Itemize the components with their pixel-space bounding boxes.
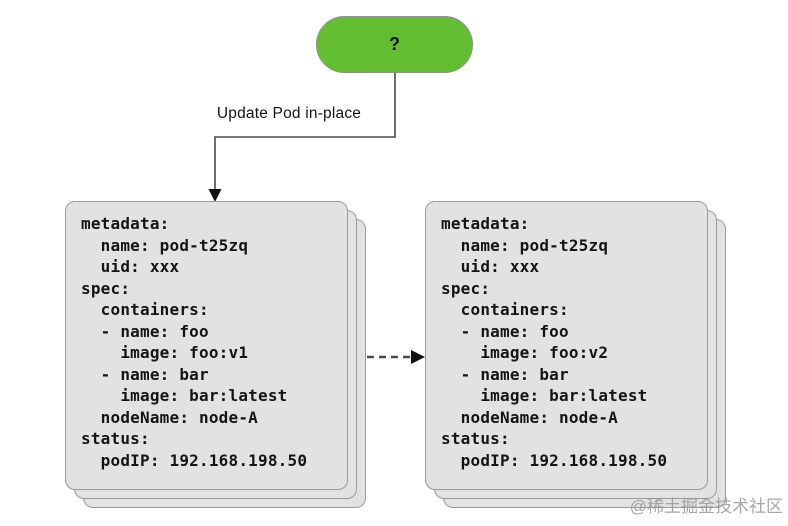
pod-card-stack-before: metadata: name: pod-t25zq uid: xxx spec:…	[65, 201, 366, 508]
transition-arrowhead-icon	[411, 350, 425, 364]
pod-card-after: metadata: name: pod-t25zq uid: xxx spec:…	[425, 201, 708, 490]
pod-yaml-after: metadata: name: pod-t25zq uid: xxx spec:…	[441, 214, 668, 470]
watermark-text: @稀土掘金技术社区	[629, 497, 783, 516]
question-node-label: ?	[389, 34, 400, 54]
question-node: ?	[316, 16, 473, 73]
pod-yaml-before: metadata: name: pod-t25zq uid: xxx spec:…	[81, 214, 308, 470]
update-arrow-label: Update Pod in-place	[216, 105, 362, 122]
pod-card-before: metadata: name: pod-t25zq uid: xxx spec:…	[65, 201, 348, 490]
update-arrow-line	[214, 73, 396, 190]
pod-card-stack-after: metadata: name: pod-t25zq uid: xxx spec:…	[425, 201, 726, 508]
